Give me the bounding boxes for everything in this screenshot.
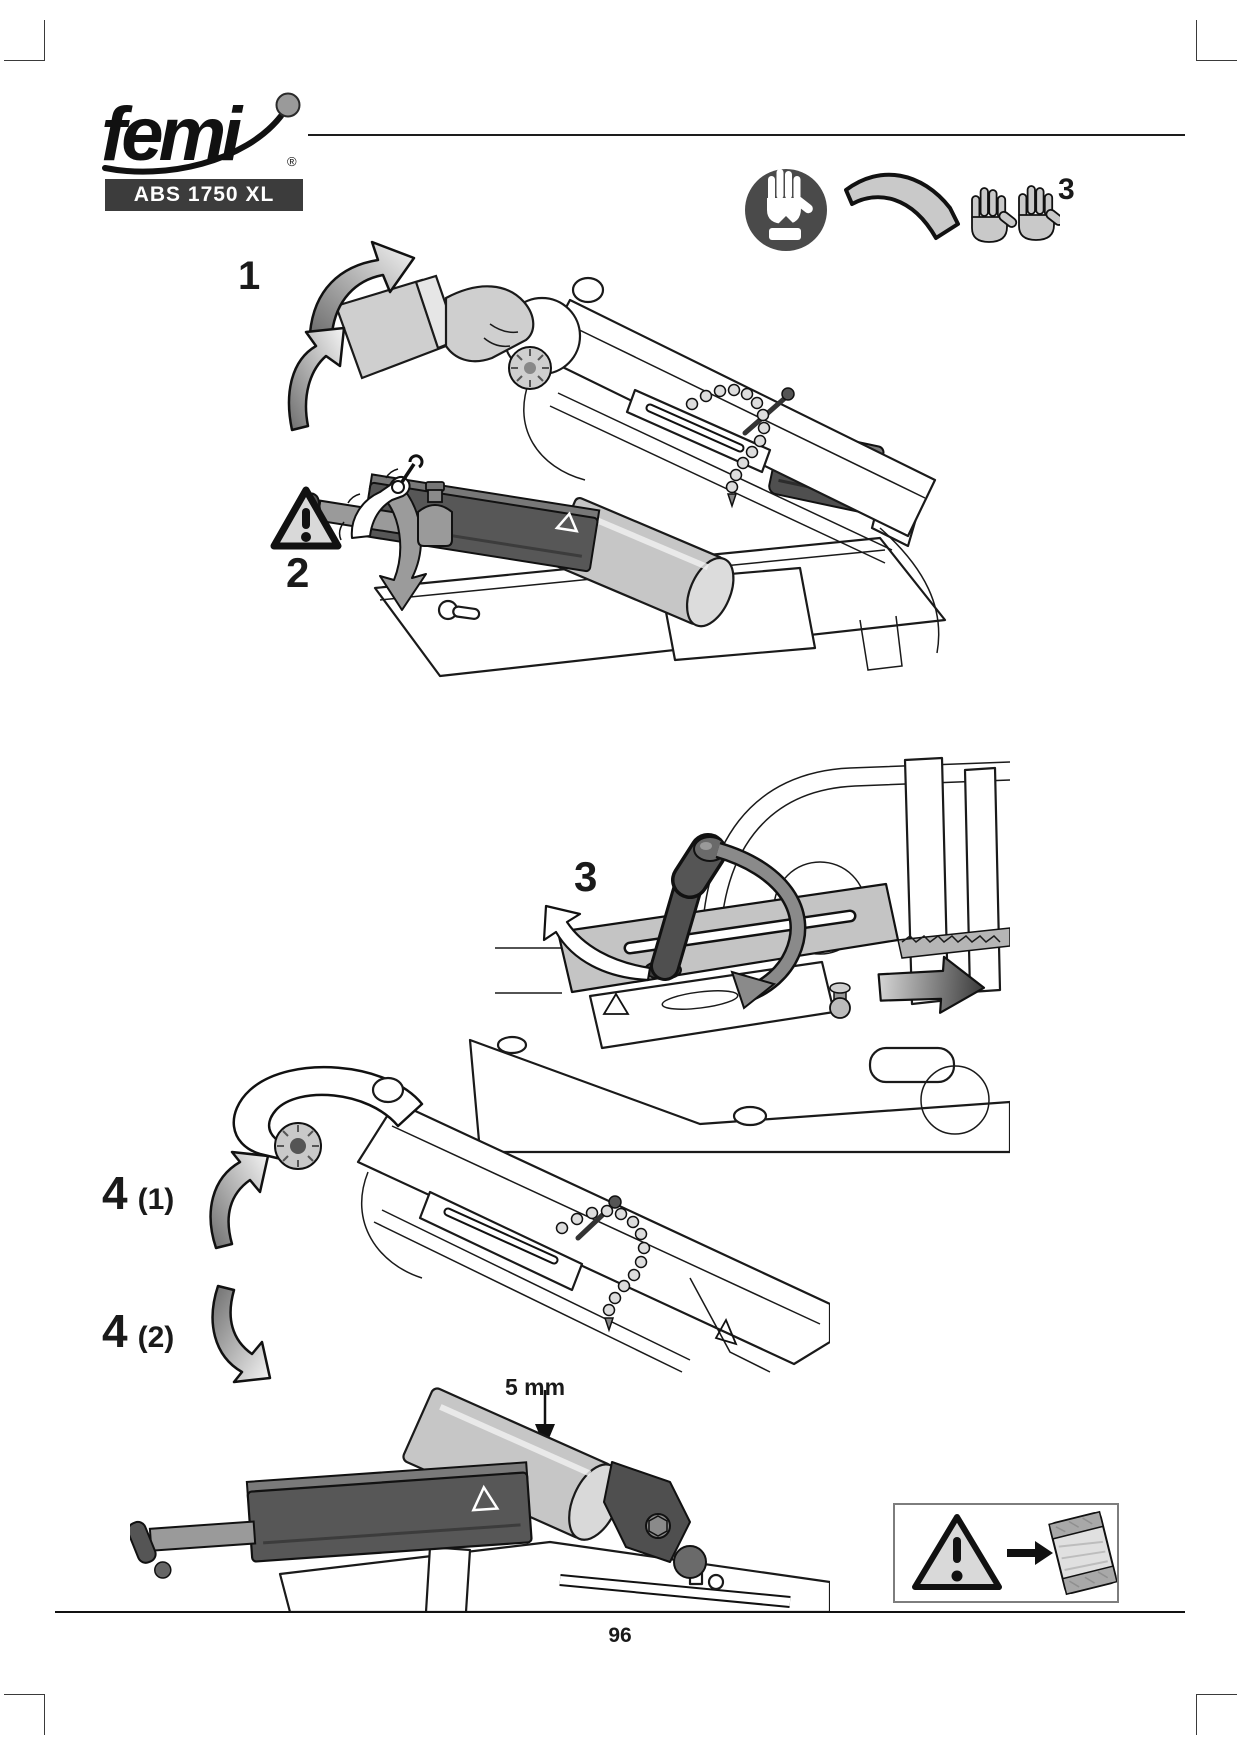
model-badge: ABS 1750 XL xyxy=(105,179,303,211)
package-bag-icon xyxy=(1048,1510,1118,1596)
saw-arm-2 xyxy=(356,1100,830,1373)
step-1-label: 1 xyxy=(238,254,261,298)
step-4-1-label: 4 (1) xyxy=(102,1170,174,1216)
gloved-hand xyxy=(334,274,535,380)
footer-rule xyxy=(55,1611,1185,1613)
warning-triangle-icon-2 xyxy=(912,1514,1002,1590)
blade-guide-clamp xyxy=(603,1461,707,1579)
arrow-raise-icon xyxy=(209,1150,270,1250)
slide-direction-arrow xyxy=(877,955,986,1014)
lever-rotation-arrows xyxy=(542,841,807,1010)
coolant-hose xyxy=(685,383,771,509)
page-number: 96 xyxy=(608,1624,632,1647)
step-2-label: 2 xyxy=(286,549,310,596)
two-hands-icon xyxy=(971,185,1060,243)
crop-mark-top-left xyxy=(4,20,45,61)
vice-assembly-2 xyxy=(130,1461,533,1579)
scene-step4-band-saw xyxy=(130,1066,830,1612)
scene-step3-clamp-lever xyxy=(468,756,1010,1154)
crop-mark-bottom-left xyxy=(4,1694,45,1735)
crop-mark-top-right xyxy=(1196,20,1237,61)
step-4-number-2: 4 xyxy=(102,1305,128,1357)
vice-rotation-arrow xyxy=(379,482,427,611)
lift-arrow-upper xyxy=(308,240,416,335)
step-3-label: 3 xyxy=(574,853,598,900)
tension-knob xyxy=(508,346,552,390)
blade-rack xyxy=(897,927,1010,959)
brand-wordmark: femi xyxy=(101,92,244,177)
safety-icon-strip xyxy=(745,169,1060,251)
manual-effort-icon xyxy=(338,454,424,541)
logo-swoosh xyxy=(102,113,284,175)
step-4-2-label: 4 (2) xyxy=(102,1308,174,1354)
arm-handle xyxy=(232,1066,424,1170)
warning-triangle-icon xyxy=(270,486,342,550)
step-4-number: 4 xyxy=(102,1167,128,1219)
wear-gloves-icon xyxy=(745,169,827,251)
lift-arrow-lower xyxy=(287,326,346,432)
gloves-count-label: 3 xyxy=(1058,173,1075,206)
scene-step1-2-band-saw xyxy=(270,240,947,678)
blade-gap-label: 5 mm xyxy=(505,1374,566,1400)
warning-package-icons xyxy=(912,1510,1118,1596)
logo-dot xyxy=(275,92,301,118)
saw-blade-icon xyxy=(844,172,960,240)
saw-base-outline-2 xyxy=(278,1540,830,1612)
arrow-right-icon xyxy=(1007,1541,1053,1565)
crop-mark-bottom-right xyxy=(1196,1694,1237,1735)
brand-logo: femi ® xyxy=(101,92,301,177)
registered-mark: ® xyxy=(287,154,297,169)
oil-bottle-icon xyxy=(417,481,453,547)
warning-package-box xyxy=(893,1503,1119,1603)
coolant-hose-2 xyxy=(555,1204,651,1333)
header-rule xyxy=(308,134,1185,136)
arrow-lower-icon xyxy=(211,1284,272,1384)
step-4-sub-2: (2) xyxy=(137,1321,175,1354)
step-4-sub-1: (1) xyxy=(137,1183,175,1216)
plate-bolt xyxy=(829,982,851,1019)
